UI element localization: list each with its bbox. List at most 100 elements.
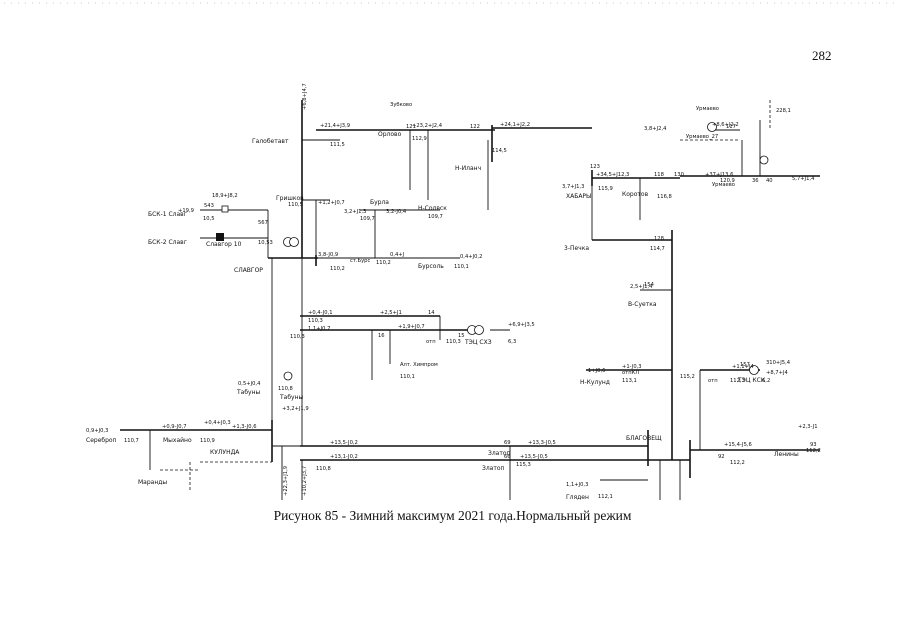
flow-label: +6,9+J3,5 — [508, 322, 535, 328]
voltage-label: 110,2 — [330, 266, 345, 272]
voltage-label: 6,3 — [508, 339, 516, 345]
flow-label: +37+J13,6 — [705, 172, 733, 178]
voltage-label: 110,9 — [200, 438, 215, 444]
flow-label: +8,7+J4 — [766, 370, 788, 376]
flow-label: 0,4+J — [390, 252, 405, 258]
flow-label: 0,5+J0,4 — [238, 381, 261, 387]
flow-label: +6,8+J4,7 — [302, 83, 308, 110]
node-label: 69 — [504, 440, 511, 446]
flow-label: 3,8-J0,9 — [318, 252, 338, 258]
label-tabuny: Табуны — [236, 389, 261, 396]
label-st-burs: ст.Бурс — [350, 258, 370, 264]
flow-label: +13,5-J0,2 — [330, 440, 358, 446]
label-tabuny-2: Табуны — [279, 394, 304, 401]
voltage-label: 110,1 — [454, 264, 469, 270]
flow-label: +2,5+J1 — [380, 310, 402, 316]
node-label: 121 — [406, 124, 416, 130]
voltage-label: 112,2 — [806, 448, 821, 454]
label-bursol: Бурсоль — [418, 263, 444, 270]
reactor-bsk2 — [216, 233, 224, 241]
voltage-label: 115,2 — [680, 374, 695, 380]
node-label: 36 — [752, 178, 759, 184]
flow-label: +1,1+J4 — [732, 364, 754, 370]
flow-label: 3,8+J2,4 — [644, 126, 667, 132]
voltage-label: 110,8 — [278, 386, 293, 392]
dashed-lines — [160, 100, 771, 490]
voltage-label: 115,9 — [598, 186, 613, 192]
label-3-pechka: 3-Печка — [564, 245, 589, 252]
node-label: 128 — [654, 236, 664, 242]
flow-label: 3,7+J1,3 — [562, 184, 584, 190]
node-label: 543 — [204, 203, 214, 209]
label-khabary: ХАБАРЫ — [566, 193, 591, 200]
voltage-label: 110,1 — [400, 374, 415, 380]
flow-label: 2,5+J1,4 — [630, 284, 653, 290]
label-urmaevo-27: Урмаево_27 — [686, 134, 718, 140]
voltage-label: 10,5 — [203, 216, 215, 222]
flow-label: 5,7+J1,4 — [792, 176, 815, 182]
flow-label: +0,4+J0,3 — [204, 420, 231, 426]
label-zubkovo: Зубково — [390, 102, 412, 108]
node-label: 567 — [258, 220, 268, 226]
transformer-slavgor-b — [289, 237, 299, 247]
station-labels: Галобетавт Зубково Орлово Н-Иланч Урмаев… — [86, 102, 799, 501]
flow-label: 18,9+J8,2 — [212, 193, 238, 199]
voltage-label: 113,1 — [622, 378, 637, 384]
flow-label: 0,9+J0,3 — [86, 428, 108, 434]
label-urmaevo-2: Урмаево — [712, 182, 735, 188]
voltage-label: 112,1 — [598, 494, 613, 500]
voltage-label: 110,8 — [316, 466, 331, 472]
flow-label: +24,1+J2,2 — [500, 122, 530, 128]
voltage-label: 110,3 — [308, 318, 323, 324]
flow-label: +8,6+J2,2 — [712, 122, 739, 128]
flow-label: +0,9-J0,7 — [162, 424, 187, 430]
voltage-label: 120,9 — [720, 178, 735, 184]
label-n-ilanch: Н-Иланч — [455, 165, 481, 172]
label-serebrop: Сереброп — [86, 437, 117, 444]
transformer-urmaevo-2 — [759, 155, 769, 165]
label-slavgor: СЛАВГОР — [234, 267, 263, 274]
voltage-label: 109,7 — [360, 216, 375, 222]
flow-label: +19,9 — [178, 208, 194, 214]
flow-label: +13,5-J0,5 — [520, 454, 548, 460]
flow-label: 3,2-J0,4 — [386, 209, 407, 215]
label-glyaden: Гляден — [566, 494, 589, 501]
flow-label: 0,4+J0,2 — [460, 254, 482, 260]
flow-label: +22,3+J1,9 — [283, 466, 289, 496]
label-urmaevo: Урмаево — [696, 106, 719, 112]
flow-label: +21,4+J3,9 — [320, 123, 350, 129]
label-bsk1: БСК-1 Славг — [148, 211, 187, 218]
label-marandy: Маранды — [138, 479, 167, 486]
flow-label: 3,2+J1,3 — [344, 209, 366, 215]
voltage-labels: 111,5 112,9 114,5 115,9 116,8 120,9 228,… — [124, 108, 821, 500]
flow-label: 1,1+J0,3 — [566, 482, 588, 488]
voltage-label: 228,1 — [776, 108, 791, 114]
flow-label: 310+J5,4 — [766, 360, 791, 366]
flow-label: +15,4-J5,6 — [724, 442, 752, 448]
page-number: 282 — [812, 48, 832, 63]
transformer-tets-skhz-b — [474, 325, 484, 335]
voltage-label: 116,8 — [657, 194, 672, 200]
label-n-kulund: Н-Кулунд — [580, 379, 610, 386]
label-otp-2: отп — [708, 378, 718, 384]
label-kulunda: КУЛУНДА — [210, 449, 240, 456]
voltage-label: 6,2 — [762, 378, 770, 384]
voltage-label: 110,3 — [446, 339, 461, 345]
voltage-label: 112,3 — [730, 378, 745, 384]
voltage-label: 110,5 — [288, 202, 303, 208]
node-label: 16 — [378, 333, 385, 339]
label-blagoveshch: БЛАГОВЕЩ — [626, 435, 662, 442]
label-korotok: Коротов — [622, 191, 649, 198]
flow-label: 1+J0,6 — [588, 368, 605, 374]
node-label: 118 — [654, 172, 664, 178]
transformer-urmaevo — [707, 122, 717, 132]
flow-labels: +21,4+J3,9 +6,8+J4,7 +23,2+J2,4 +24,1+J2… — [86, 83, 818, 496]
flow-label: +34,5+J12,3 — [596, 172, 629, 178]
flow-label: +1,2+J0,7 — [318, 200, 345, 206]
node-label: 15 — [458, 333, 465, 339]
node-label: 14 — [428, 310, 435, 316]
label-n-solsk: Н-Солвск — [418, 205, 447, 212]
label-zlatop-2: Златоп — [482, 465, 505, 472]
label-orlovo: Орлово — [378, 131, 402, 138]
